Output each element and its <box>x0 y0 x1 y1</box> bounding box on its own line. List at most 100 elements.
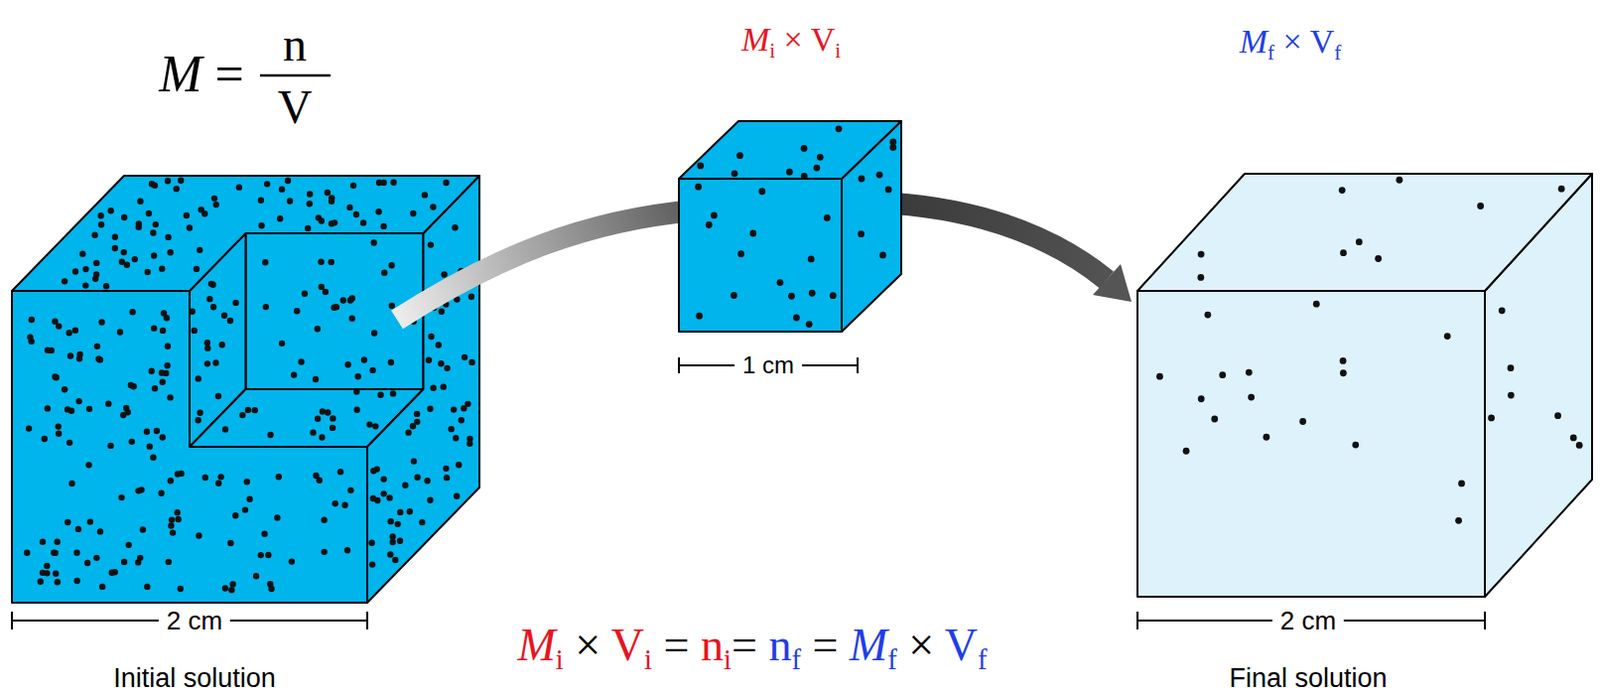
solute-particle <box>276 215 283 222</box>
solute-particle <box>149 454 156 461</box>
solute-particle <box>340 296 347 303</box>
transfer-arrow <box>397 210 695 320</box>
solute-particle <box>244 478 251 485</box>
solute-particle <box>297 358 304 365</box>
solute-particle <box>876 171 884 179</box>
solute-particle <box>221 311 228 318</box>
solute-particle <box>275 473 282 480</box>
solute-particle <box>53 538 60 545</box>
solute-particle <box>1487 414 1495 422</box>
solute-particle <box>331 219 338 226</box>
solute-particle <box>166 394 173 400</box>
solute-particle <box>857 230 865 238</box>
solute-particle <box>1576 441 1584 449</box>
solute-particle <box>164 234 171 241</box>
solute-particle <box>236 183 243 190</box>
solute-particle <box>86 405 93 412</box>
symbol: Vi <box>611 619 653 670</box>
symbol-subscript: i <box>769 38 776 63</box>
solute-particle <box>442 465 449 472</box>
solute-particle <box>369 367 376 374</box>
solute-particle <box>468 293 475 300</box>
formula-label: Mi × Vi <box>741 20 841 58</box>
solute-particle <box>163 362 170 369</box>
solute-particle <box>159 327 166 334</box>
solute-particle <box>807 256 815 264</box>
solute-particle <box>758 187 766 195</box>
solute-particle <box>228 586 235 593</box>
solute-particle <box>1339 369 1347 377</box>
solute-particle <box>107 442 114 449</box>
solute-particle <box>206 295 213 302</box>
solute-particle <box>800 172 808 180</box>
solute-particle <box>331 500 338 507</box>
solute-particle <box>370 239 377 246</box>
label-position: 2 cm <box>1272 606 1344 636</box>
solute-particle <box>328 259 335 266</box>
solute-particle <box>151 182 158 189</box>
symbol: Mi <box>741 20 776 58</box>
label-position: 1 cm <box>734 352 802 379</box>
solute-particle <box>737 250 745 258</box>
solute-particle <box>112 233 119 240</box>
solute-particle <box>360 219 367 226</box>
solute-particle <box>371 329 378 336</box>
solute-particle <box>219 341 226 348</box>
solute-particle <box>461 354 468 361</box>
solute-particle <box>222 584 229 591</box>
label-position: n <box>282 18 307 72</box>
symbol-letter: M <box>1239 22 1268 60</box>
solute-particle <box>204 360 211 367</box>
solute-particle <box>137 486 144 493</box>
cube-face <box>367 175 480 603</box>
solute-particle <box>443 474 450 481</box>
solute-particle <box>320 516 327 523</box>
symbol: Vf <box>944 619 988 670</box>
solute-particle <box>329 414 336 421</box>
solute-particle <box>61 386 68 393</box>
solute-particle <box>427 241 434 248</box>
solute-particle <box>1458 480 1466 488</box>
transfer-arrow <box>893 203 1107 280</box>
solute-particle <box>418 519 425 526</box>
solute-particle <box>376 179 383 186</box>
cube-face <box>11 290 368 603</box>
solute-particle <box>82 281 89 288</box>
solute-particle <box>152 221 159 228</box>
solute-particle <box>388 518 395 525</box>
solute-particle <box>266 431 273 438</box>
solute-particle <box>153 427 160 434</box>
solute-particle <box>390 538 397 545</box>
solute-particle <box>353 406 360 413</box>
solute-particle <box>158 265 165 271</box>
solute-particle <box>166 249 173 256</box>
solute-particle <box>95 355 102 362</box>
solute-particle <box>324 408 331 415</box>
solute-particle <box>232 299 239 306</box>
solute-particle <box>389 302 396 309</box>
solute-particle <box>227 317 234 324</box>
solute-particle <box>380 475 387 482</box>
solute-particle <box>118 494 125 501</box>
cube-face <box>678 121 902 179</box>
solute-particle <box>164 343 171 350</box>
solute-particle <box>261 530 267 536</box>
solute-particle <box>337 468 344 475</box>
dimension-label: 1 cm <box>734 352 802 379</box>
solute-particle <box>37 578 44 585</box>
solute-particle <box>1210 415 1218 423</box>
solute-particle <box>437 360 444 367</box>
solute-particle <box>1299 417 1307 425</box>
solute-particle <box>1218 371 1226 379</box>
solute-particle <box>132 256 138 263</box>
solute-particle <box>204 344 211 351</box>
solute-particle <box>443 365 450 372</box>
symbol-letter: n <box>700 619 724 670</box>
solute-particle <box>210 303 217 310</box>
solute-particle <box>369 560 376 567</box>
solute-particle <box>889 137 897 145</box>
label-position: M = <box>158 45 245 103</box>
solute-particle <box>447 425 454 432</box>
solute-particle <box>121 558 128 565</box>
